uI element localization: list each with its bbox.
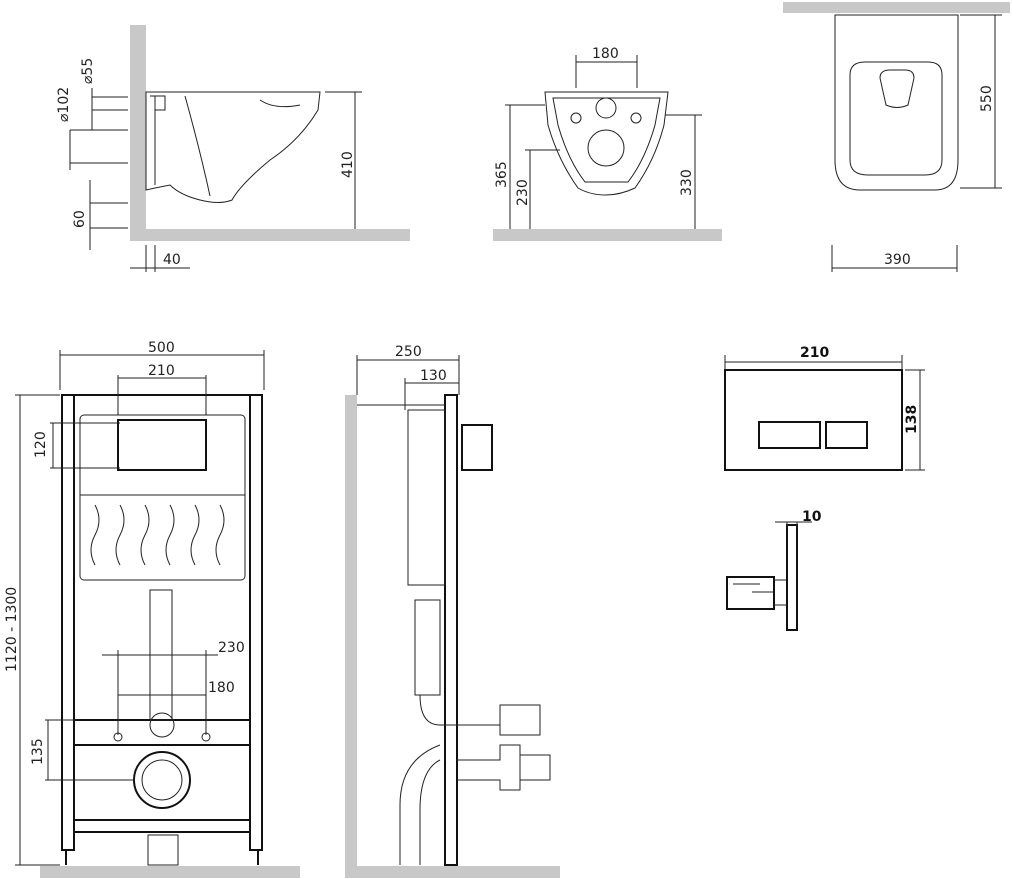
dim-550: 550 [979,85,995,112]
dim-10: 10 [802,509,822,525]
wall [783,2,1010,13]
dimension-lines [831,14,1002,272]
dim-390: 390 [884,252,911,268]
dimension-lines [69,88,362,272]
dim-365: 365 [494,161,510,188]
inlet-fitting [149,712,175,738]
dim-120: 120 [33,431,49,458]
toilet-side-view: ⌀55 ⌀102 60 40 410 [56,25,410,272]
dim-230: 230 [515,179,531,206]
flush-plate-box [461,424,493,471]
outlet-inner [141,759,183,801]
dim-250: 250 [395,344,422,360]
dim-410: 410 [340,151,356,178]
actuator-detail [733,521,812,606]
dim-500: 500 [148,340,175,356]
frame-front-view: 500 210 120 1120 - 1300 230 180 135 [4,340,300,878]
flush-plate: 210 138 10 [724,345,925,631]
dim-102: ⌀102 [56,87,72,122]
cistern-ribs [80,494,245,566]
dim-180: 180 [208,680,235,696]
actuator-housing [726,576,775,610]
flush-opening [117,419,207,471]
mount-hole-left [570,112,582,124]
dim-40: 40 [163,252,181,268]
bowl-outline [544,91,669,196]
plate-side-profile [786,524,798,631]
frame-leg [444,394,458,866]
dim-135: 135 [30,738,46,765]
floor [40,866,300,878]
frame-bars [62,394,262,865]
dimension-lines [356,355,460,410]
floor [130,229,410,241]
seat-outline [834,14,959,191]
floor [345,866,560,878]
dim-330: 330 [679,169,695,196]
dimension-lines [505,55,702,229]
dim-1120-1300: 1120 - 1300 [4,587,20,672]
cistern-side [407,409,446,586]
dim-60: 60 [72,210,88,228]
dimension-lines [15,350,265,866]
bowl-inner [552,97,661,183]
bowl-opening [879,69,915,108]
frame-side-view: 250 130 [345,344,560,878]
wall [130,25,146,241]
outlet-hole [587,129,625,167]
seat-inner [849,61,943,176]
mount-hole-right [630,112,642,124]
dim-230: 230 [218,640,245,656]
toilet-top-view: 550 390 [783,2,1010,272]
drain-stub [147,834,179,866]
dim-210: 210 [148,363,175,379]
flush-button-large [758,421,821,449]
dim-138: 138 [904,405,920,434]
inlet-hole [595,97,617,119]
frame-leg-left [61,394,75,851]
dim-130: 130 [420,368,447,384]
dim-180: 180 [592,46,619,62]
cistern [79,414,246,581]
plate-outline [724,369,903,471]
flush-pipe [414,599,441,696]
dim-210: 210 [800,345,829,361]
toilet-body-outline [145,91,321,203]
toilet-front-view: 180 365 230 330 [493,46,722,241]
dimension-lines [724,355,925,471]
floor [493,229,722,241]
wall [345,395,357,878]
flush-button-small [825,421,868,449]
frame-leg-right [249,394,263,851]
dim-55: ⌀55 [80,58,96,84]
toilet-detail [150,95,301,197]
pipework [399,694,551,865]
